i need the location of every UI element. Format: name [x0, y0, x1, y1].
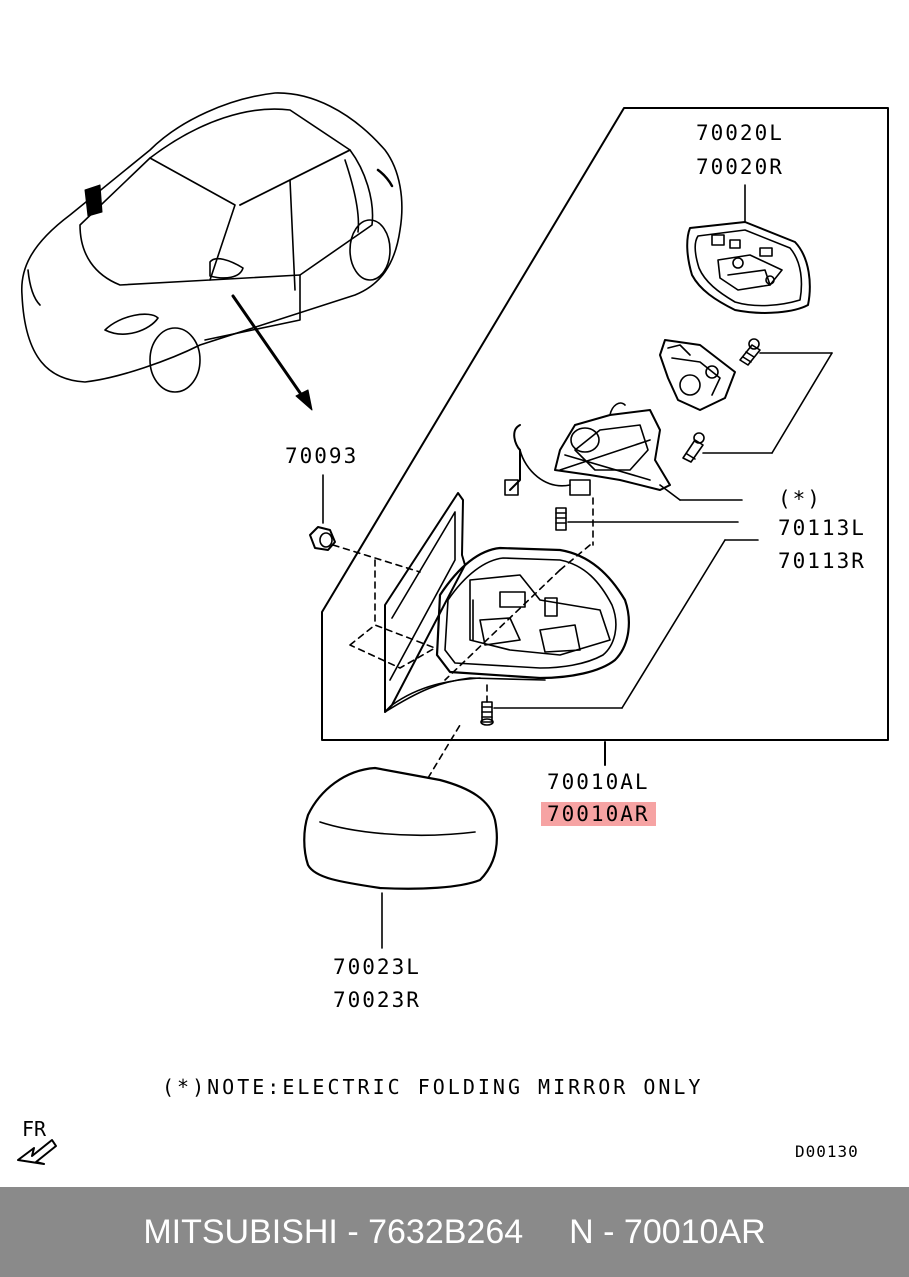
label-asterisk: (*) [778, 487, 822, 511]
mirror-base [349, 492, 546, 713]
note-text: (*)NOTE:ELECTRIC FOLDING MIRROR ONLY [162, 1075, 704, 1099]
diagram-code: D00130 [795, 1142, 859, 1161]
mirror-actuator [659, 339, 736, 411]
label-clip: 70093 [285, 444, 359, 468]
folding-motor-assembly [504, 402, 743, 501]
clip [309, 474, 421, 573]
screw-bottom [480, 539, 759, 726]
direction-label: FR [22, 1117, 47, 1141]
label-cover-l: 70023L [333, 955, 421, 979]
car-illustration [20, 92, 403, 393]
label-cover-r: 70023R [333, 988, 421, 1012]
front-direction-arrow [17, 1139, 57, 1165]
screw-upper [682, 338, 833, 463]
footer-ref-part: N - 70010AR [569, 1212, 766, 1251]
exploded-parts-diagram [17, 92, 889, 1165]
label-mirror-assy-l: 70010AL [547, 770, 650, 794]
label-mirror-assy-r: 70010AR [541, 802, 656, 826]
assembly-frame [321, 107, 889, 766]
mirror-cover [303, 724, 498, 949]
footer-bar: MITSUBISHI - 7632B264 N - 70010AR [0, 1187, 909, 1277]
screw-middle [555, 497, 739, 546]
mirror-housing [435, 544, 630, 681]
label-actuator-l: 70113L [778, 516, 866, 540]
footer-brand-part: MITSUBISHI - 7632B264 [143, 1212, 524, 1251]
label-mirror-glass-r: 70020R [696, 155, 784, 179]
label-actuator-r: 70113R [778, 549, 866, 573]
mirror-glass [686, 184, 811, 314]
pointer-arrow [231, 294, 313, 411]
label-mirror-glass-l: 70020L [696, 121, 784, 145]
